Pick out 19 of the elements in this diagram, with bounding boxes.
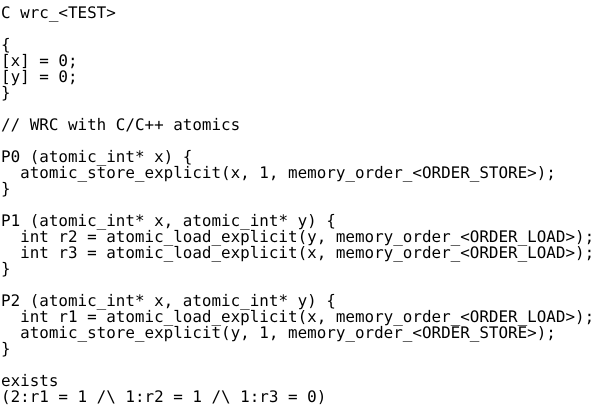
code-line: // WRC with C/C++ atomics — [1, 117, 240, 132]
code-line: } — [1, 341, 11, 356]
code-line: { — [1, 37, 11, 52]
code-line: atomic_store_explicit(x, 1, memory_order_<ORDER_STORE>); — [20, 165, 556, 180]
code-line: } — [1, 261, 11, 276]
code-line: [y] = 0; — [1, 69, 78, 84]
code-line: (2:r1 = 1 /\ 1:r2 = 1 /\ 1:r3 = 0) — [1, 389, 326, 404]
code-line: } — [1, 181, 11, 196]
code-line: int r2 = atomic_load_explicit(y, memory_order_<ORDER_LOAD>); — [20, 229, 594, 244]
code-line: [x] = 0; — [1, 53, 78, 68]
code-line: C wrc_<TEST> — [1, 5, 116, 20]
code-line: int r3 = atomic_load_explicit(x, memory_order_<ORDER_LOAD>); — [20, 245, 594, 260]
code-line: } — [1, 85, 11, 100]
code-line: atomic_store_explicit(y, 1, memory_order_<ORDER_STORE>); — [20, 325, 556, 340]
code-line: P0 (atomic_int* x) { — [1, 149, 192, 164]
code-line: P1 (atomic_int* x, atomic_int* y) { — [1, 213, 336, 228]
code-line: int r1 = atomic_load_explicit(x, memory_order_<ORDER_LOAD>); — [20, 309, 594, 324]
code-line: P2 (atomic_int* x, atomic_int* y) { — [1, 293, 336, 308]
code-line: exists — [1, 373, 58, 388]
